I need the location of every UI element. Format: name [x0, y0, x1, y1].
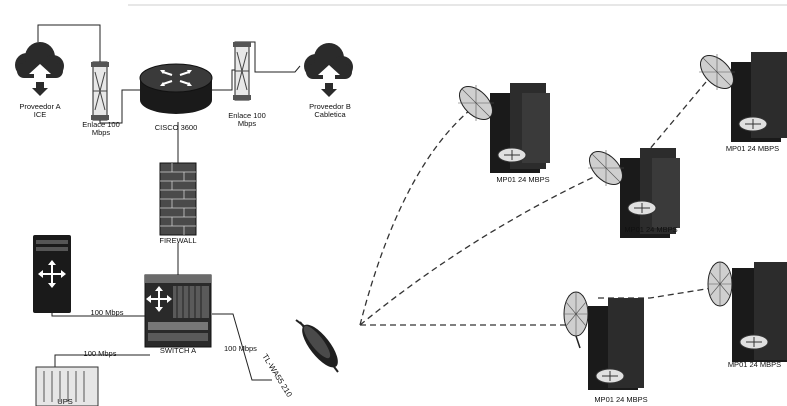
link-left-label-line1: Enlace 100 — [82, 120, 120, 129]
router-label: CISCO 3600 — [154, 123, 198, 132]
provider-b-label-line2: Cabletica — [314, 110, 346, 119]
remote-site-label: MP01 24 MBPS — [624, 225, 678, 234]
remote-site-label: MP01 24 MBPS — [594, 395, 648, 404]
switch-icon — [144, 274, 212, 348]
remote-site-label: MP01 24 MBPS — [496, 175, 550, 184]
switch-label: SWITCH A — [159, 346, 197, 355]
provider-b-label: Proveedor B Cabletica — [300, 103, 360, 119]
router-icon — [139, 63, 213, 114]
wireless-links — [359, 81, 713, 326]
remote-site-1-icon — [458, 83, 550, 173]
firewall-label: FIREWALL — [159, 236, 197, 245]
main-antenna-label: TL-WA55 210 — [260, 352, 294, 399]
firewall-icon — [159, 162, 197, 236]
provider-a-label-line2: ICE — [33, 110, 47, 119]
provider-a-cloud-icon — [15, 42, 64, 96]
link-left-device-icon — [91, 61, 109, 121]
server-link-label: 100 Mbps — [90, 308, 124, 317]
link-left-label: Enlace 100 Mbps — [76, 121, 126, 137]
ups-icon — [35, 366, 99, 406]
link-right-label: Enlace 100 Mbps — [222, 112, 272, 128]
antenna-link-label: 100 Mbps — [224, 344, 257, 353]
provider-b-cloud-icon — [304, 43, 353, 97]
server-icon — [33, 235, 71, 313]
provider-a-label-line1: Proveedor A — [19, 102, 61, 111]
provider-b-label-line1: Proveedor B — [309, 102, 351, 111]
remote-site-5-icon — [707, 261, 787, 362]
remote-site-label: MP01 24 MBPS — [727, 361, 782, 369]
main-antenna-icon — [295, 319, 339, 373]
link-left-label-line2: Mbps — [91, 128, 111, 137]
remote-site-2-icon — [699, 52, 787, 142]
ups-label: UPS — [57, 398, 73, 406]
provider-a-label: Proveedor A ICE — [12, 103, 68, 119]
remote-site-4-icon — [563, 291, 644, 390]
remote-site-label: MP01 24 MBPS — [725, 145, 780, 153]
link-right-label-line2: Mbps — [237, 119, 257, 128]
link-right-label-line1: Enlace 100 — [228, 111, 266, 120]
link-right-device-icon — [233, 41, 251, 101]
remote-site-3-icon — [588, 148, 680, 238]
ups-link-label: 100 Mbps — [83, 349, 117, 358]
